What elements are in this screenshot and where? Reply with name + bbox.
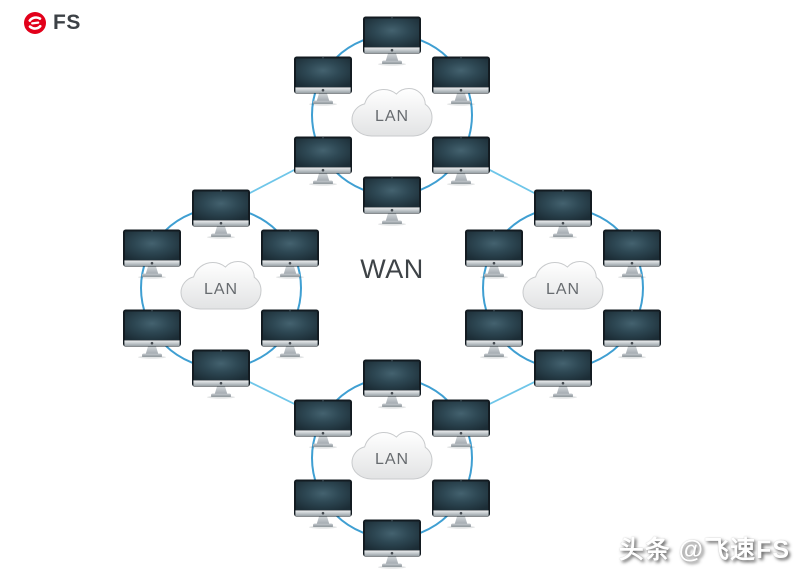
watermark-text: 头条 @飞速FS: [618, 536, 790, 564]
computer-icon: [363, 16, 421, 66]
computer-icon: [192, 189, 250, 239]
lan-label: LAN: [375, 108, 409, 125]
lan-ring-left: LAN: [123, 189, 319, 399]
computer-icon: [363, 359, 421, 409]
computer-icon: [294, 56, 352, 106]
computer-icon: [465, 229, 523, 279]
fs-logo-stroke-top: [28, 16, 42, 22]
lan-label: LAN: [375, 451, 409, 468]
lan-label: LAN: [204, 281, 238, 298]
computer-icon: [294, 399, 352, 449]
lan-label: LAN: [546, 281, 580, 298]
fs-logo: FS: [23, 11, 81, 35]
computer-icon: [123, 229, 181, 279]
computer-icon: [363, 176, 421, 226]
fs-logo-text: FS: [53, 11, 81, 34]
lan-ring-top: LAN: [294, 16, 490, 226]
fs-logo-stroke-bottom: [28, 24, 42, 30]
computer-icon: [363, 519, 421, 569]
computer-icon: [534, 189, 592, 239]
lan-ring-right: LAN: [465, 189, 661, 399]
wan-label: WAN: [360, 254, 424, 284]
computer-icon: [192, 349, 250, 399]
computer-icon: [534, 349, 592, 399]
fs-logo-icon: [24, 12, 46, 34]
computer-icon: [432, 399, 490, 449]
computer-icon: [603, 229, 661, 279]
computer-icon: [261, 229, 319, 279]
computer-icon: [432, 56, 490, 106]
fs-logo-stroke-middle: [31, 21, 40, 25]
lan-ring-bottom: LAN: [294, 359, 490, 569]
